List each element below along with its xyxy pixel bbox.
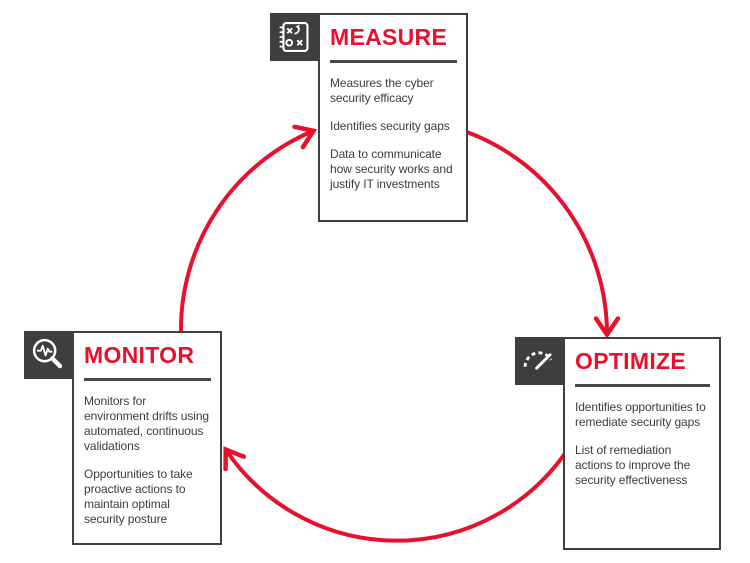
gauge-icon [515, 337, 563, 385]
title-divider [84, 378, 211, 382]
optimize-title: OPTIMIZE [575, 348, 687, 374]
title-divider [330, 60, 457, 64]
monitor-paragraph: Opportunities to take proactive actions … [84, 467, 193, 527]
node-monitor: MONITOR Monitors for environment drifts … [72, 331, 222, 545]
measure-body: Measures the cyber security efficacy Ide… [330, 76, 457, 192]
monitor-paragraph: Monitors for environment drifts using au… [84, 394, 209, 454]
arrow-measure-to-optimize [465, 130, 621, 339]
optimize-paragraph: Identifies opportunities to remediate se… [575, 400, 706, 430]
monitor-title: MONITOR [84, 342, 195, 368]
node-measure: MEASURE Measures the cyber security effi… [318, 13, 468, 222]
measure-paragraph: Data to communicate how security works a… [330, 147, 453, 192]
measure-title: MEASURE [330, 24, 448, 50]
strategy-playbook-icon [270, 13, 318, 61]
measure-paragraph: Identifies security gaps [330, 119, 450, 134]
monitor-body: Monitors for environment drifts using au… [84, 394, 211, 527]
optimize-paragraph: List of remediation actions to improve t… [575, 443, 691, 488]
node-optimize: OPTIMIZE Identifies opportunities to rem… [563, 337, 721, 550]
optimize-body: Identifies opportunities to remediate se… [575, 400, 710, 488]
arrow-optimize-to-monitor [223, 446, 568, 543]
title-divider [575, 384, 710, 388]
magnifier-pulse-icon [24, 331, 72, 379]
arrow-monitor-to-measure [178, 124, 318, 333]
measure-paragraph: Measures the cyber security efficacy [330, 76, 434, 106]
